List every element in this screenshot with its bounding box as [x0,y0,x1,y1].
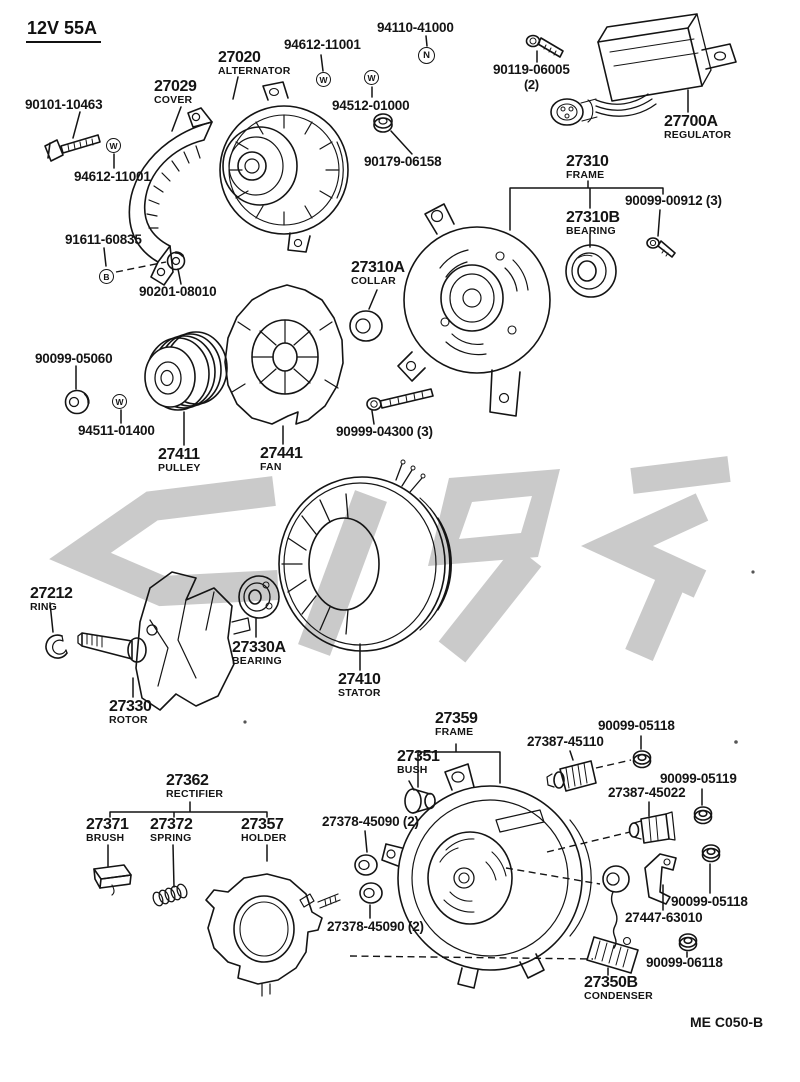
part-label-91611-60835: 91611-60835 [65,232,142,247]
washer-27378-top-drawing [354,854,378,876]
part-rear-end-frame-drawing [381,763,592,989]
plug-27387-45110-drawing [546,760,597,792]
part-regulator-drawing [550,13,737,126]
nut-symbol-icon: N [418,47,435,64]
nut-90099-05118-right-drawing [701,844,721,863]
part-label-94512-01000: 94512-01000 [332,98,410,113]
part-stator-drawing [278,459,452,652]
part-brush-holder-drawing [205,873,341,997]
screw-90099-00912-drawing [646,237,676,258]
bolt-90999-drawing [366,388,434,411]
part-cover-drawing [128,107,213,286]
watermark-logo [49,456,731,663]
part-condenser-drawing [586,936,639,974]
part-label-27447-63010: 27447-63010 [625,910,703,925]
part-terminal-bracket-drawing [602,853,677,949]
part-label-27387-45110: 27387-45110 [527,734,604,749]
part-label-90201-08010: 90201-08010 [139,284,217,299]
washer-symbol-icon: W [316,72,331,87]
part-drive-end-frame-drawing [397,203,551,417]
nut-90099-05119-drawing [693,806,713,825]
sheet-code: ME C050-B [690,1014,764,1030]
part-label-90099-05118-top: 90099-05118 [598,718,675,733]
part-rear-bearing-drawing [565,244,617,298]
part-collar-drawing [349,310,383,342]
washer-symbol-icon: W [112,394,127,409]
part-label-90099-00912: 90099-00912 (3) [625,193,722,208]
part-pulley-drawing [144,331,228,411]
leader-lines [49,35,711,976]
part-label-94511-01400: 94511-01400 [78,423,155,438]
part-label-90099-06118: 90099-06118 [646,955,723,970]
part-label-94612-11001-top: 94612-11001 [284,37,361,52]
part-label-94612-11001-left: 94612-11001 [74,169,151,184]
washer-27378-bottom-drawing [359,882,383,904]
bolt-90119-drawing [525,34,564,58]
part-alternator-drawing [219,81,349,253]
part-label-90099-05118-right: 90099-05118 [671,894,748,909]
washer-symbol-icon: W [106,138,121,153]
bolt-90101-drawing [44,134,101,162]
dashed-leader-lines [115,261,632,960]
part-front-bearing-drawing [238,575,280,619]
plug-27387-45022-drawing [628,811,676,844]
part-label-90101-10463: 90101-10463 [25,97,103,112]
scan-specks [243,570,755,744]
part-label-90099-05060: 90099-05060 [35,351,113,366]
part-label-90999-04300: 90999-04300 (3) [336,424,433,439]
part-spring-drawing [152,883,188,907]
nut-94512-drawing [373,113,393,133]
voltage-rating-title: 12V 55A [26,18,102,43]
part-label-90179-06158: 90179-06158 [364,154,442,169]
part-label-27378-45090-top: 27378-45090 (2) [322,814,419,829]
part-label-90099-05119: 90099-05119 [660,771,737,786]
part-label-94110-41000: 94110-41000 [377,20,454,35]
part-brush-drawing [93,864,132,896]
nut-90099-05118-top-drawing [632,750,652,769]
part-fan-drawing [224,284,344,425]
part-label-90119-06005: 90119-06005(2) [493,62,570,92]
part-bush-drawing [404,788,436,814]
part-ring-drawing [45,634,68,659]
nut-90099-05060-drawing [64,389,90,415]
nut-90099-06118-drawing [678,933,698,952]
washer-90201-drawing [166,251,186,271]
part-label-27387-45022: 27387-45022 [608,785,686,800]
part-label-27378-45090-bottom: 27378-45090 (2) [327,919,424,934]
part-rotor-drawing [77,571,251,711]
washer-symbol-icon: W [364,70,379,85]
bolt-symbol-icon: B [99,269,114,284]
